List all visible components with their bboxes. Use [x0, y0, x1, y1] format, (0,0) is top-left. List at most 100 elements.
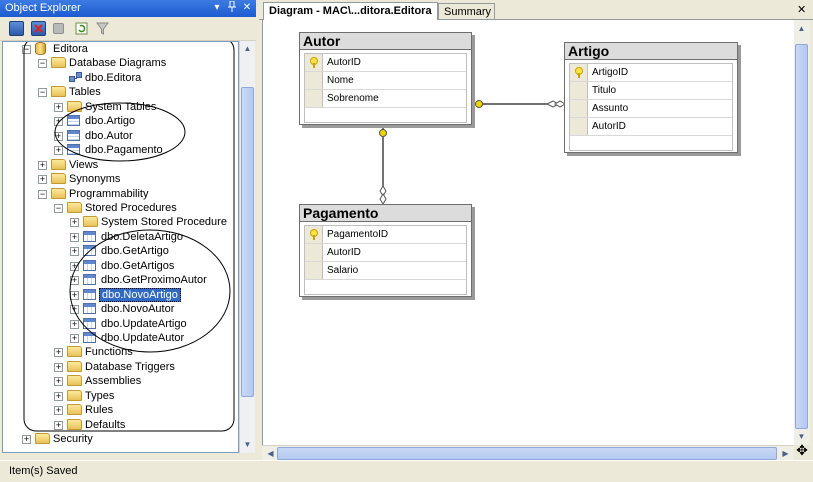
tree-node-label[interactable]: dbo.Editora [85, 71, 142, 84]
expand-icon[interactable]: + [54, 101, 63, 112]
column-row[interactable]: AutorID [305, 54, 466, 72]
tree-node-label[interactable]: Rules [85, 404, 114, 417]
tree-node-label[interactable]: System Stored Procedure [101, 216, 227, 229]
row-selector[interactable] [305, 90, 323, 107]
expand-icon[interactable]: + [38, 174, 47, 185]
tab-summary[interactable]: Summary [438, 3, 495, 19]
tree-node[interactable]: + dbo.UpdateAutor [3, 331, 238, 345]
tree-node-label[interactable]: dbo.GetArtigos [101, 259, 175, 272]
tree-node-label[interactable]: Assemblies [85, 375, 142, 388]
tree-node[interactable]: + System Stored Procedure [3, 215, 238, 229]
expand-icon[interactable]: + [54, 419, 63, 430]
tree-node-label[interactable]: Tables [69, 86, 101, 99]
horizontal-scrollbar[interactable]: ◀ ▶ [262, 445, 794, 460]
tree-node-label[interactable]: Types [85, 389, 115, 402]
row-selector[interactable] [570, 64, 588, 81]
expand-icon[interactable]: + [22, 434, 31, 445]
expand-icon[interactable]: + [38, 159, 47, 170]
tree-node[interactable]: −Tables [3, 85, 238, 99]
tree-node[interactable]: + Security [3, 432, 238, 446]
tree-node-label[interactable]: dbo.Pagamento [85, 144, 163, 157]
tree-node[interactable]: dbo.Editora [3, 71, 238, 85]
tree-node-label[interactable]: Security [53, 433, 93, 446]
column-row[interactable]: Titulo [570, 82, 732, 100]
tree-node[interactable]: +dbo.NovoArtigo [3, 287, 238, 302]
tree-node[interactable]: −Editora [3, 42, 238, 56]
tree-node-label[interactable]: Database Diagrams [69, 57, 167, 70]
row-selector[interactable] [305, 244, 323, 261]
column-row[interactable]: Assunto [570, 100, 732, 118]
column-row-empty[interactable] [305, 108, 466, 122]
refresh-icon[interactable] [74, 21, 89, 36]
expand-icon[interactable]: + [54, 130, 63, 141]
expand-icon[interactable]: + [70, 217, 79, 228]
tree-node[interactable]: +dbo.GetArtigos [3, 259, 238, 273]
close-icon[interactable]: ✕ [242, 2, 252, 13]
tree-node[interactable]: + Views [3, 158, 238, 172]
tree-node[interactable]: + dbo.NovoAutor [3, 302, 238, 316]
collapse-icon[interactable]: − [38, 188, 47, 199]
scroll-thumb[interactable] [241, 87, 254, 397]
expand-icon[interactable]: + [54, 145, 63, 156]
tree-node-label[interactable]: Synonyms [69, 173, 121, 186]
table-entity-title[interactable]: Artigo [565, 43, 737, 60]
expand-icon[interactable]: + [70, 231, 79, 242]
column-row[interactable]: Salario [305, 262, 466, 280]
tree-node-label[interactable]: dbo.UpdateArtigo [101, 317, 187, 330]
expand-icon[interactable]: + [70, 318, 79, 329]
scroll-up-arrow[interactable]: ▲ [243, 44, 252, 53]
expand-icon[interactable]: + [70, 275, 79, 286]
collapse-icon[interactable]: − [38, 58, 47, 69]
pin-icon[interactable] [225, 0, 239, 15]
tree-node[interactable]: + dbo.UpdateArtigo [3, 317, 238, 331]
table-entity-title[interactable]: Pagamento [300, 205, 471, 222]
column-row[interactable]: AutorID [570, 118, 732, 136]
scroll-left-arrow[interactable]: ◀ [267, 449, 274, 458]
tree-node[interactable]: −Stored Procedures [3, 201, 238, 215]
tab-diagram[interactable]: Diagram - MAC\...ditora.Editora [263, 2, 438, 21]
tree-node-label[interactable]: Defaults [85, 418, 126, 431]
tree-node[interactable]: + Synonyms [3, 172, 238, 186]
expand-icon[interactable]: + [54, 405, 63, 416]
expand-icon[interactable]: + [70, 304, 79, 315]
tree-node[interactable]: + Types [3, 389, 238, 403]
collapse-icon[interactable]: − [22, 44, 31, 54]
filter-icon[interactable] [95, 21, 110, 36]
column-row[interactable]: Nome [305, 72, 466, 90]
column-row-empty[interactable] [305, 280, 466, 294]
tree-node-label[interactable]: dbo.UpdateAutor [101, 332, 185, 344]
scroll-down-arrow[interactable]: ▼ [797, 432, 806, 441]
tree-node[interactable]: +Database Triggers [3, 360, 238, 374]
connect-icon[interactable] [9, 21, 24, 36]
column-row[interactable]: Sobrenome [305, 90, 466, 108]
tree-node-label[interactable]: Programmability [69, 187, 149, 200]
expand-icon[interactable]: + [70, 333, 79, 343]
expand-icon[interactable]: + [54, 390, 63, 401]
expand-icon[interactable]: + [54, 376, 63, 387]
table-entity-title[interactable]: Autor [300, 33, 471, 50]
row-selector[interactable] [305, 72, 323, 89]
dropdown-icon[interactable]: ▾ [214, 2, 220, 13]
pan-navigator-icon[interactable]: ✥ [796, 442, 808, 458]
tree-node-label[interactable]: Stored Procedures [85, 201, 177, 214]
disconnect-icon[interactable] [31, 21, 46, 36]
scroll-right-arrow[interactable]: ▶ [782, 449, 789, 458]
tree-node-label[interactable]: dbo.NovoAutor [101, 303, 175, 316]
column-row-empty[interactable] [570, 136, 732, 150]
column-row[interactable]: PagamentoID [305, 226, 466, 244]
close-document-icon[interactable]: ✕ [797, 4, 807, 16]
column-row[interactable]: AutorID [305, 244, 466, 262]
tree-node[interactable]: +dbo.Autor [3, 129, 238, 143]
tree-node[interactable]: + Assemblies [3, 374, 238, 388]
scroll-thumb[interactable] [277, 447, 777, 460]
row-selector[interactable] [305, 54, 323, 71]
tree-node[interactable]: − Database Diagrams [3, 56, 238, 70]
row-selector[interactable] [570, 82, 588, 99]
tree-node-label[interactable]: Views [69, 158, 99, 171]
tree-node[interactable]: − Programmability [3, 187, 238, 201]
row-selector[interactable] [570, 100, 588, 117]
